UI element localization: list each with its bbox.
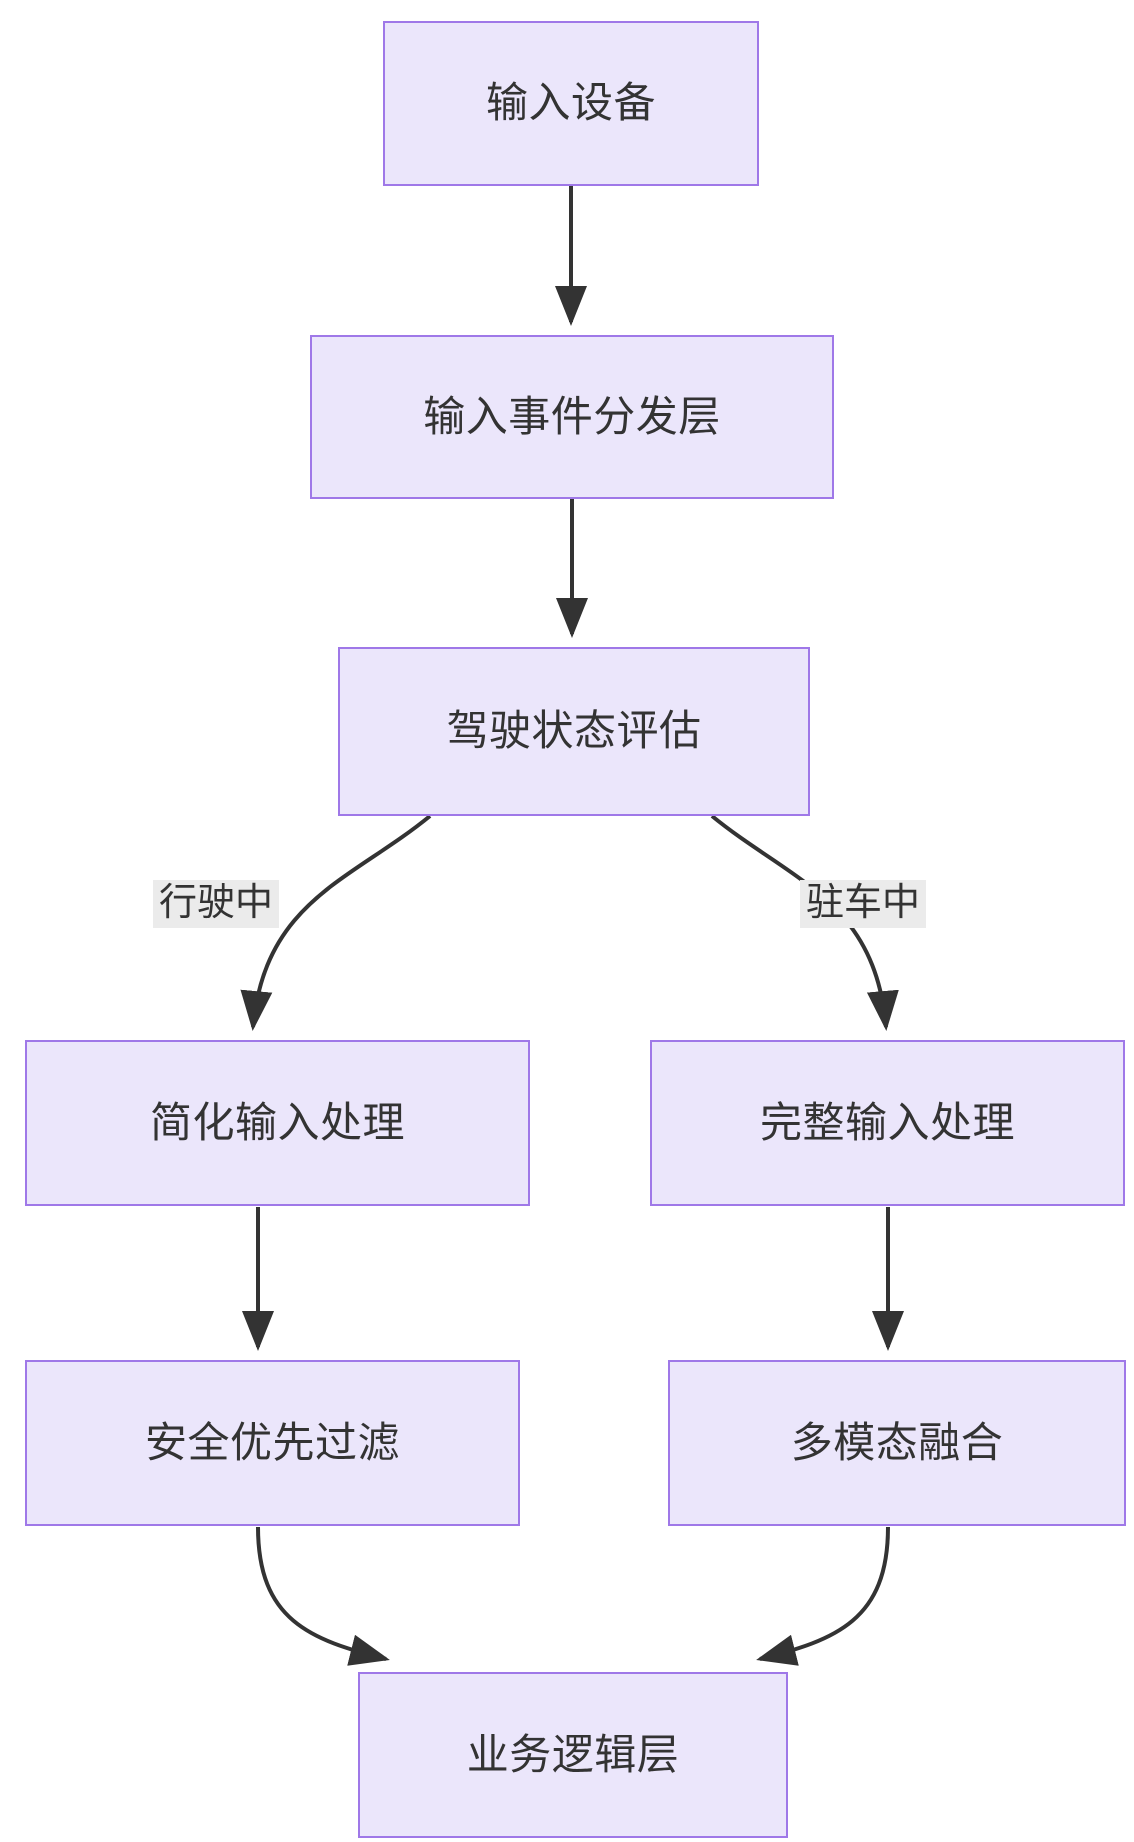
node-input-device[interactable]: 输入设备 [383,21,759,186]
edge-multimodal-to-business-logic [756,1526,890,1666]
node-business-logic-layer[interactable]: 业务逻辑层 [358,1672,788,1838]
node-input-device-label: 输入设备 [485,79,656,127]
node-driving-state-assessment[interactable]: 驾驶状态评估 [338,647,810,816]
edge-label-parked: 驻车中 [800,880,927,928]
node-full-input-processing-label: 完整输入处理 [759,1098,1015,1146]
edge-driving-state-to-simple-input [240,814,432,1031]
edge-label-driving: 行驶中 [153,880,280,928]
edge-safety-filter-to-business-logic [256,1526,390,1666]
node-simplified-input-processing[interactable]: 简化输入处理 [25,1040,530,1206]
node-simplified-input-processing-label: 简化输入处理 [149,1098,405,1146]
node-safety-priority-filter[interactable]: 安全优先过滤 [25,1360,520,1526]
node-input-event-dispatch-layer-label: 输入事件分发层 [423,392,721,440]
node-multimodal-fusion[interactable]: 多模态融合 [668,1360,1126,1526]
node-driving-state-assessment-label: 驾驶状态评估 [446,707,702,755]
node-input-event-dispatch-layer[interactable]: 输入事件分发层 [310,335,834,499]
node-multimodal-fusion-label: 多模态融合 [790,1418,1004,1466]
node-safety-priority-filter-label: 安全优先过滤 [144,1418,400,1466]
node-full-input-processing[interactable]: 完整输入处理 [650,1040,1125,1206]
node-business-logic-layer-label: 业务逻辑层 [466,1730,680,1778]
